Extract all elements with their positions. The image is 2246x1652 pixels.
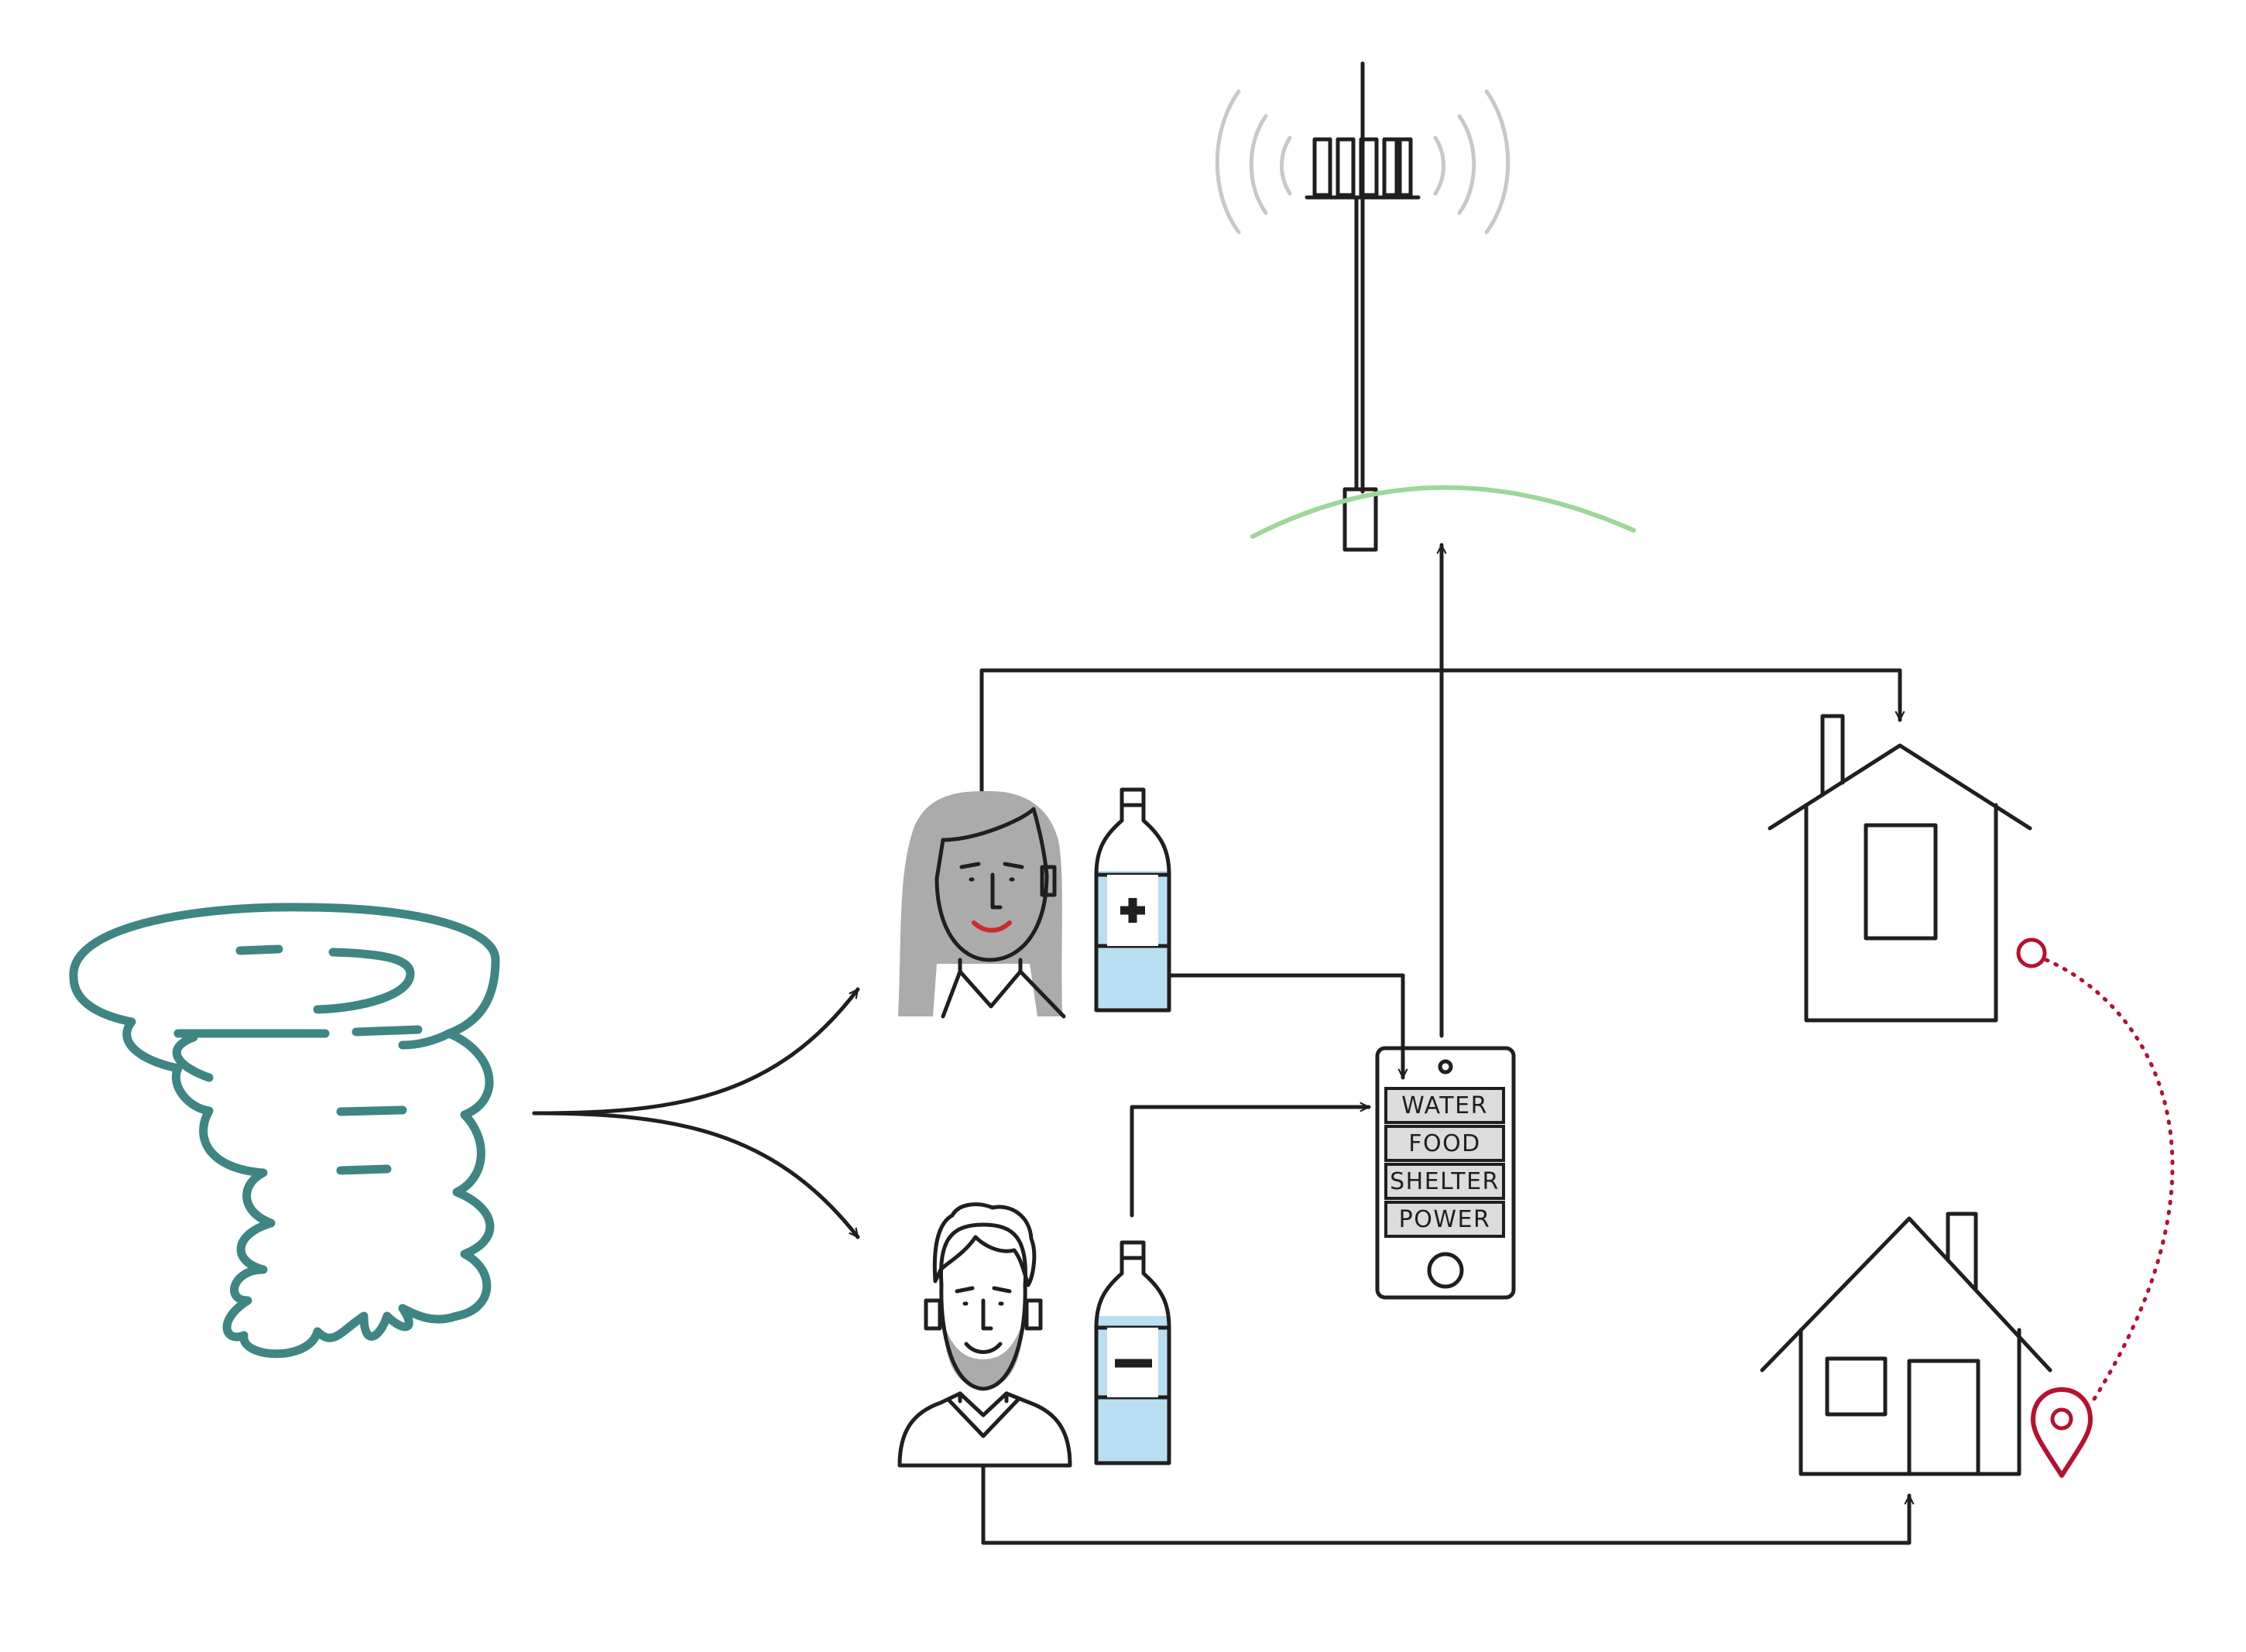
cell-tower-icon [1215,61,1510,552]
route-path [2016,937,2175,1407]
location-pin-icon [2031,1387,2093,1478]
house-bottom-icon [1760,1212,2052,1476]
water-bottle-minus-icon [1094,1240,1171,1465]
man-avatar-icon [897,1202,1072,1468]
phone-menu: WATER FOOD SHELTER POWER [1384,1087,1505,1238]
tornado-icon [69,903,500,1359]
menu-item-water[interactable]: WATER [1384,1087,1505,1124]
menu-item-label: POWER [1399,1206,1491,1233]
menu-item-shelter[interactable]: SHELTER [1384,1163,1505,1200]
water-bottle-plus-icon [1094,787,1171,1013]
menu-item-label: SHELTER [1390,1168,1500,1195]
woman-avatar-icon [898,790,1066,1019]
menu-item-label: FOOD [1408,1130,1481,1157]
tornado-branch-arrows [532,987,860,1239]
menu-item-label: WATER [1401,1092,1488,1119]
house-top-icon [1768,714,2032,1023]
menu-item-power[interactable]: POWER [1384,1201,1505,1238]
coverage-arc [1250,485,1636,539]
smartphone-icon [1375,1046,1516,1300]
menu-item-food[interactable]: FOOD [1384,1125,1505,1162]
connector-lines [979,543,1909,1545]
